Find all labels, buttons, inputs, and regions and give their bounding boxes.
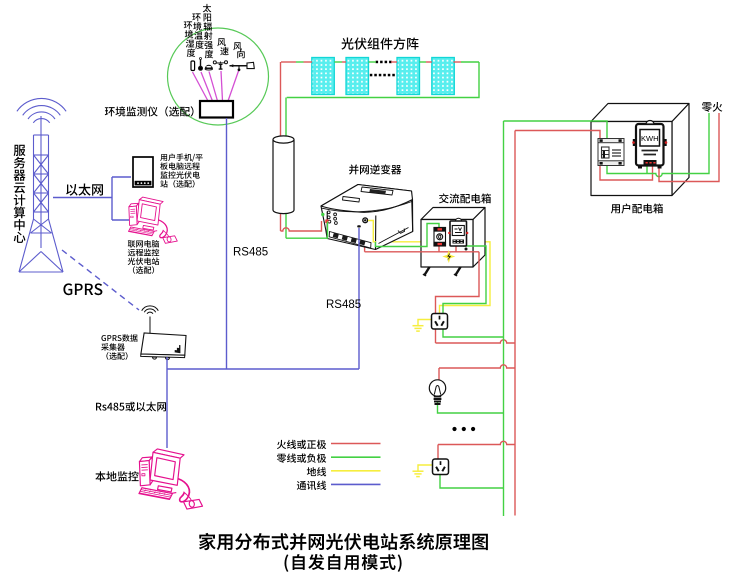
svg-text:RS485: RS485 (233, 247, 268, 259)
svg-text:RS485: RS485 (326, 299, 361, 311)
svg-text:KWH: KWH (641, 134, 659, 143)
